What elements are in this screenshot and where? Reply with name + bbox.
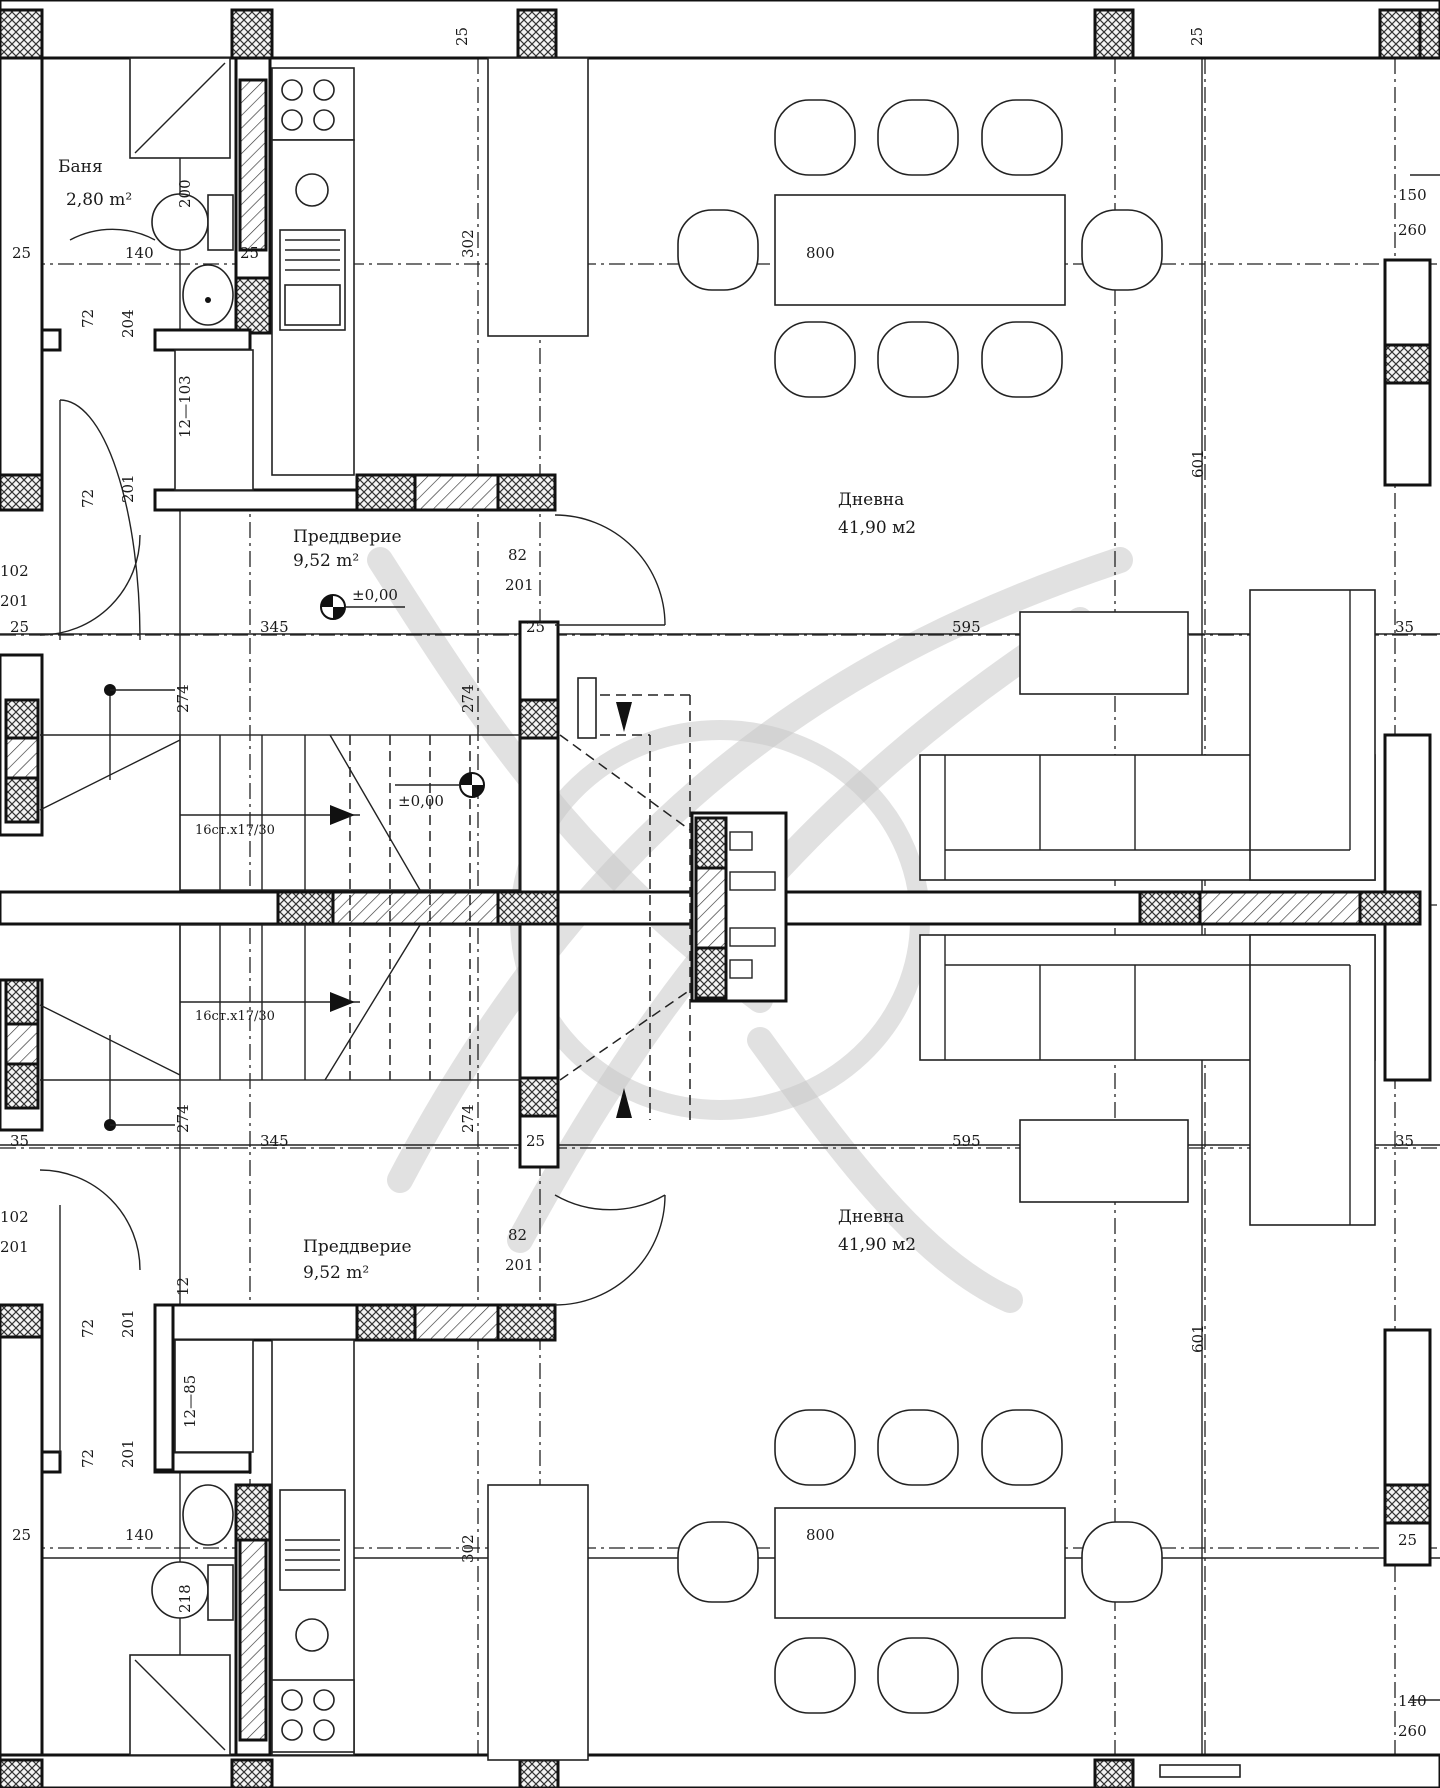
dim-35-right-top: 35 xyxy=(1395,618,1414,636)
dim-140-bottom: 140 xyxy=(125,1526,154,1544)
dim-72-b: 72 xyxy=(79,489,97,508)
dim-200: 200 xyxy=(176,179,194,208)
dim-345-top: 345 xyxy=(260,618,289,636)
hall-bottom-area: 9,52 m² xyxy=(303,1263,369,1283)
bathroom-top xyxy=(129,57,234,326)
dim-274-c: 274 xyxy=(174,1104,192,1133)
window-symbols xyxy=(577,677,1241,1778)
kitchen-bottom xyxy=(174,1339,589,1761)
dining-set-top xyxy=(677,99,1163,398)
dim-274-d: 274 xyxy=(459,1104,477,1133)
sofa-top xyxy=(919,589,1376,881)
hall-top-area: 9,52 m² xyxy=(293,551,359,571)
dim-201-d: 201 xyxy=(119,1439,137,1468)
dim-72-d: 72 xyxy=(79,1449,97,1468)
dim-601-bottom: 601 xyxy=(1189,1324,1207,1353)
level-stair: ±0,00 xyxy=(398,792,444,810)
dim-35-left-bottom: 35 xyxy=(10,1132,29,1150)
dim-72-c: 72 xyxy=(79,1319,97,1338)
dining-set-bottom xyxy=(677,1409,1163,1714)
dim-274-a: 274 xyxy=(174,684,192,713)
living-top-name: Дневна xyxy=(838,490,904,510)
room-labels: Баня 2,80 m² Преддверие 9,52 m² Дневна 4… xyxy=(58,157,916,1283)
dim-345-bottom: 345 xyxy=(260,1132,289,1150)
living-top-area: 41,90 м2 xyxy=(838,518,916,538)
dim-35-right-bottom: 35 xyxy=(1395,1132,1414,1150)
level-top: ±0,00 xyxy=(352,586,398,604)
dim-12-85: 12—85 xyxy=(181,1375,199,1428)
dim-25-left-c: 25 xyxy=(12,1526,31,1544)
dim-25-left-b: 25 xyxy=(10,618,29,636)
bathroom-bottom xyxy=(129,1484,234,1756)
dim-150: 150 xyxy=(1398,186,1427,204)
stair-bottom-label: 16ст.х17/30 xyxy=(195,1009,275,1024)
dim-140-top: 140 xyxy=(125,244,154,262)
dim-201-left-top: 201 xyxy=(0,592,29,610)
dim-274-b: 274 xyxy=(459,684,477,713)
sofa-bottom xyxy=(919,934,1376,1226)
dim-201-door-bottom: 201 xyxy=(505,1256,534,1274)
bath-top-area: 2,80 m² xyxy=(66,190,132,210)
bath-top-name: Баня xyxy=(58,157,103,177)
dim-595-bottom: 595 xyxy=(952,1132,981,1150)
dim-12-bottom: 12 xyxy=(174,1277,192,1296)
dim-140-right: 140 xyxy=(1398,1692,1427,1710)
doors xyxy=(39,228,666,1455)
dim-25-right-c: 25 xyxy=(1398,1531,1417,1549)
dim-201-left-bottom: 201 xyxy=(0,1238,29,1256)
dim-72-a: 72 xyxy=(79,309,97,328)
dim-800-top: 800 xyxy=(806,244,835,262)
dim-204: 204 xyxy=(119,309,137,338)
stair-top-label: 16ст.х17/30 xyxy=(195,823,275,838)
dim-302-bottom: 302 xyxy=(459,1534,477,1563)
living-bottom-name: Дневна xyxy=(838,1207,904,1227)
dim-201-door-top: 201 xyxy=(505,576,534,594)
dim-12-103: 12—103 xyxy=(176,375,194,438)
dim-302-top: 302 xyxy=(459,229,477,258)
dim-25-mid-bottom: 25 xyxy=(526,1132,545,1150)
hall-top-name: Преддверие xyxy=(293,527,402,547)
dim-595-top: 595 xyxy=(952,618,981,636)
dim-601-top: 601 xyxy=(1189,449,1207,478)
dim-260-bottom: 260 xyxy=(1398,1722,1427,1740)
dim-25-mid: 25 xyxy=(526,618,545,636)
dim-260-top: 260 xyxy=(1398,221,1427,239)
dim-top-25a: 25 xyxy=(453,27,471,46)
living-bottom-area: 41,90 м2 xyxy=(838,1235,916,1255)
kitchen-top xyxy=(174,57,589,491)
dim-102-bottom: 102 xyxy=(0,1208,29,1226)
dim-800-bottom: 800 xyxy=(806,1526,835,1544)
level-markers xyxy=(320,594,485,798)
dim-bath-25: 25 xyxy=(240,244,259,262)
dim-top-25b: 25 xyxy=(1188,27,1206,46)
dim-218: 218 xyxy=(176,1584,194,1613)
dim-102-top: 102 xyxy=(0,562,29,580)
dim-201-c: 201 xyxy=(119,1309,137,1338)
dim-82-bottom: 82 xyxy=(508,1226,527,1244)
dim-82-top: 82 xyxy=(508,546,527,564)
dim-left-25: 25 xyxy=(12,244,31,262)
dimension-labels: 25 25 25 25 140 200 302 800 601 345 595 … xyxy=(0,27,1427,1740)
hall-bottom-name: Преддверие xyxy=(303,1237,412,1257)
dim-201-a: 201 xyxy=(119,474,137,503)
